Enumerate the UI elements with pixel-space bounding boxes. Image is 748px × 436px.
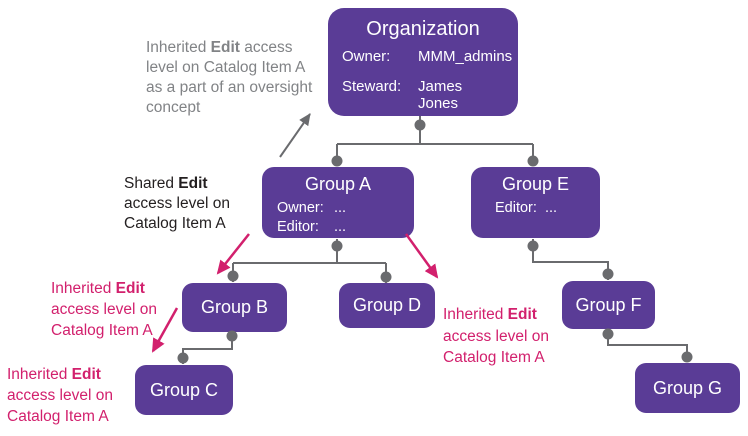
inherit-arrow-group-b-icon: [216, 233, 250, 275]
note-emphasis: Edit: [71, 366, 101, 383]
field-editor: Editor: ...: [495, 199, 592, 218]
node-organization-title: Organization: [366, 18, 480, 40]
node-group-g-title: Group G: [652, 377, 723, 398]
connector-group-a-children: [232, 239, 387, 283]
note-text: Shared: [124, 175, 174, 192]
node-organization: Organization Owner: MMM_admins Steward: …: [328, 8, 518, 116]
junction-dot: [177, 352, 189, 364]
note-text: access level on Catalog Item A: [7, 387, 113, 425]
field-value: MMM_admins: [418, 48, 513, 65]
node-group-f-title: Group F: [575, 294, 642, 315]
junction-dot: [226, 330, 238, 342]
note-inherited-group-d: Inherited Edit access level on Catalog I…: [443, 304, 559, 369]
field-editor: Editor: ...: [277, 218, 406, 237]
node-group-c-title: Group C: [149, 379, 219, 400]
connector-organization-children: [336, 116, 534, 166]
connector-group-b-group-c: [182, 332, 233, 364]
junction-dot: [602, 268, 614, 280]
note-inherited-group-c: Inherited Edit access level on Catalog I…: [7, 364, 121, 427]
node-group-b: Group B: [182, 283, 287, 332]
node-group-d: Group D: [339, 283, 435, 328]
note-emphasis: Edit: [115, 280, 145, 297]
junction-dot: [414, 119, 426, 131]
note-text: access level on Catalog Item A: [51, 301, 157, 339]
note-inherited-oversight: Inherited Edit access level on Catalog I…: [146, 38, 314, 118]
note-text: Inherited: [7, 366, 68, 383]
note-inherited-group-b: Inherited Edit access level on Catalog I…: [51, 278, 165, 341]
field-label: Steward:: [342, 78, 402, 95]
node-group-a: Group A Owner: ... Editor: ...: [262, 167, 414, 238]
note-emphasis: Edit: [178, 175, 208, 192]
connector-group-f-group-g: [607, 330, 688, 362]
junction-dot: [331, 240, 343, 252]
node-group-e-title: Group E: [501, 174, 570, 194]
note-shared-access: Shared Edit access level on Catalog Item…: [124, 174, 242, 234]
note-emphasis: Edit: [507, 306, 537, 323]
field-value: James Jones: [418, 78, 463, 112]
junction-dot: [527, 155, 539, 167]
node-group-g: Group G: [635, 363, 740, 413]
field-owner: Owner: ...: [277, 199, 406, 218]
junction-dot: [227, 270, 239, 282]
inherit-arrow-group-d-icon: [404, 233, 439, 279]
field-label: Owner:: [342, 48, 391, 65]
field-steward: Steward: James Jones: [342, 78, 506, 112]
note-text: Inherited: [146, 39, 207, 56]
junction-dot: [681, 351, 693, 363]
junction-dot: [331, 155, 343, 167]
field-value: ...: [334, 218, 347, 235]
node-group-f: Group F: [562, 281, 655, 329]
field-label: Owner:: [277, 200, 324, 216]
field-value: ...: [545, 200, 558, 216]
node-group-b-title: Group B: [200, 297, 269, 317]
node-group-c: Group C: [135, 365, 233, 415]
note-emphasis: Edit: [210, 39, 240, 56]
junction-dot: [527, 240, 539, 252]
node-organization-fields: Owner: MMM_admins Steward: James Jones: [328, 42, 518, 112]
node-group-e-fields: Editor: ...: [471, 196, 600, 218]
note-text: access level on Catalog Item A: [443, 327, 549, 367]
note-text: access level on Catalog Item A: [124, 195, 230, 232]
note-text: Inherited: [51, 280, 112, 297]
field-value: ...: [334, 200, 347, 216]
note-text: Inherited: [443, 306, 504, 323]
junction-dot: [380, 271, 392, 283]
node-group-d-title: Group D: [352, 295, 422, 315]
node-group-e: Group E Editor: ...: [471, 167, 600, 238]
connector-group-e-group-f: [532, 239, 609, 280]
field-label: Editor:: [277, 218, 319, 235]
junction-dot: [602, 328, 614, 340]
field-label: Editor:: [495, 200, 537, 216]
oversight-arrow-icon: [279, 113, 311, 158]
note-text: access level on Catalog Item A as a part…: [146, 39, 313, 116]
field-owner: Owner: MMM_admins: [342, 48, 512, 65]
node-group-a-fields: Owner: ... Editor: ...: [262, 196, 414, 236]
node-group-a-title: Group A: [304, 174, 372, 194]
